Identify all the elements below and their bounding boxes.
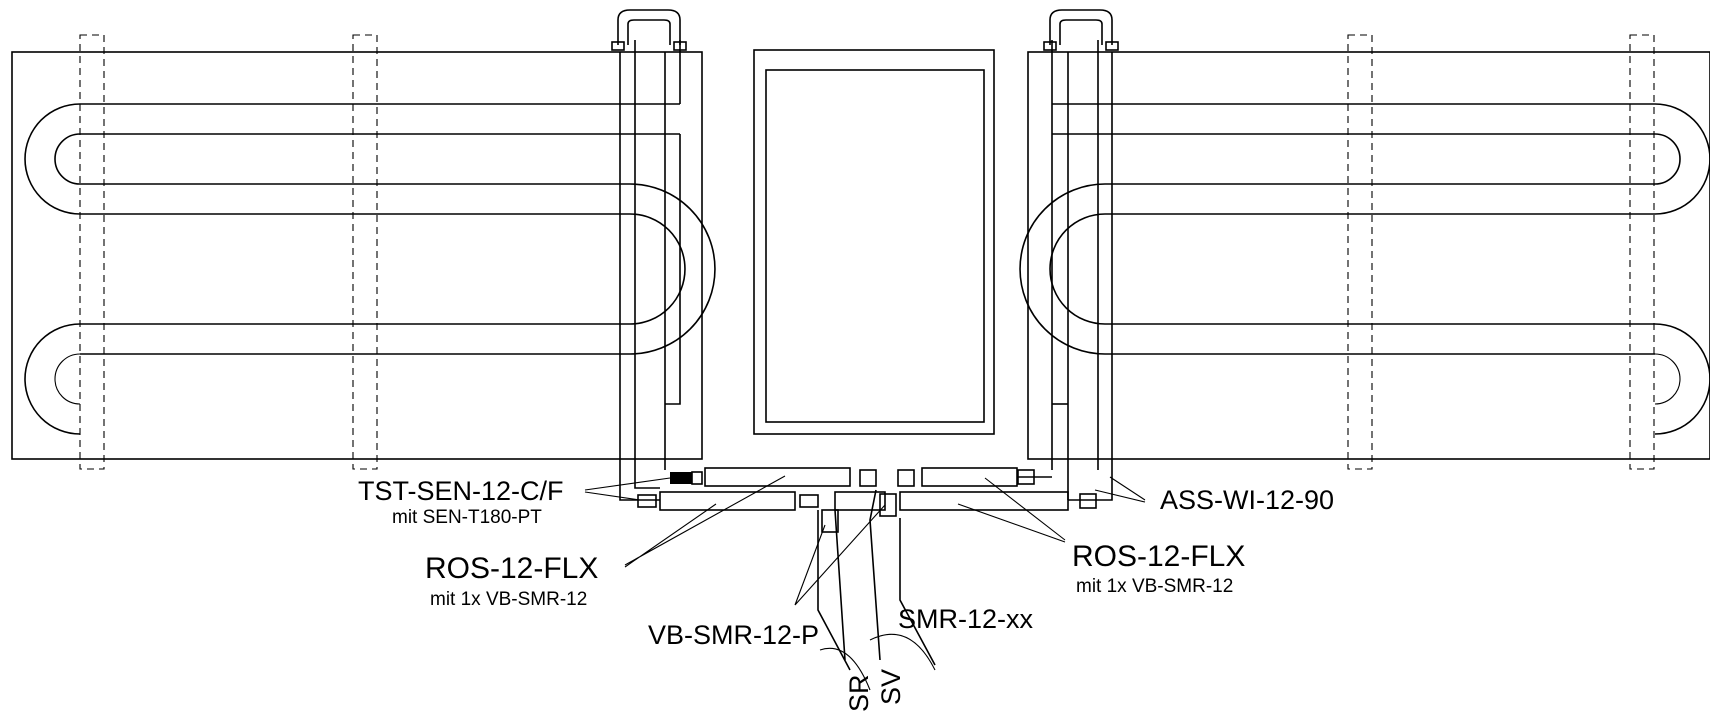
right-pipe-turn: [1654, 353, 1681, 405]
leader-ros-right: [957, 477, 1066, 543]
label-ros-right: ROS-12-FLX: [1072, 540, 1245, 573]
right-riser: [1051, 40, 1113, 470]
left-riser-return: [665, 134, 681, 405]
label-ass-wi: ASS-WI-12-90: [1160, 485, 1334, 515]
coupling-mid-left: [799, 494, 819, 508]
left-riser: [619, 40, 681, 470]
tee-upper-right: [897, 469, 915, 487]
right-rail-1: [1347, 34, 1373, 470]
left-u-bend: [617, 9, 681, 45]
left-fitting-a: [611, 41, 625, 51]
vb-fitting-right: [879, 493, 897, 517]
leader-vb: [794, 504, 886, 606]
left-panel: [11, 9, 716, 470]
right-connector: [1067, 470, 1113, 501]
label-ros-left-sub: mit 1x VB-SMR-12: [430, 589, 587, 610]
label-smr: SMR-12-xx: [898, 604, 1034, 634]
left-pipe-inner: [54, 133, 716, 355]
ros-pipe-upper-right: [921, 467, 1018, 487]
ros-pipe-lower-left: [659, 491, 796, 511]
right-u-bend-inner: [1059, 19, 1103, 45]
tee-upper-left: [859, 469, 877, 487]
right-fitting-a: [1043, 41, 1057, 51]
right-pipe-outer: [1049, 103, 1710, 435]
supply-pipe: [869, 489, 936, 666]
left-rail-1: [79, 34, 105, 470]
right-rail-2: [1629, 34, 1655, 470]
coupling-left: [637, 494, 657, 508]
left-fitting-b: [673, 41, 687, 51]
ros-pipe-lower-right: [899, 491, 1069, 511]
label-sv: SV: [876, 669, 906, 705]
sensor-coupling: [691, 471, 703, 485]
left-u-bend-inner: [627, 19, 671, 45]
ros-pipe-upper-left: [704, 467, 851, 487]
leader-ros-left: [624, 475, 786, 568]
label-sr: SR: [844, 674, 874, 712]
return-pipe: [817, 509, 851, 671]
coupling-upper-right: [1017, 469, 1035, 485]
label-tst-sen: TST-SEN-12-C/F: [358, 476, 564, 506]
right-fitting-b: [1105, 41, 1119, 51]
right-panel: [1019, 9, 1710, 470]
window: [753, 49, 995, 435]
window-frame: [753, 49, 995, 435]
leader-lines: [584, 475, 1146, 606]
right-u-bend: [1049, 9, 1113, 45]
coupling-lower-right: [1079, 493, 1097, 509]
window-pane: [765, 69, 985, 423]
sensor-fitting: [670, 472, 692, 484]
left-pipe-turn: [54, 353, 81, 405]
label-tst-sen-sub: mit SEN-T180-PT: [392, 507, 542, 528]
leader-tst: [584, 477, 671, 501]
vb-fitting-left: [821, 509, 839, 533]
label-ros-left: ROS-12-FLX: [425, 552, 598, 585]
right-panel-outline: [1027, 51, 1710, 460]
left-pipe-outer: [24, 103, 686, 435]
leader-ass: [1094, 476, 1146, 503]
tee-lower: [834, 491, 886, 511]
label-ros-right-sub: mit 1x VB-SMR-12: [1076, 576, 1233, 597]
right-pipe-inner: [1019, 133, 1681, 355]
label-vb-smr-p: VB-SMR-12-P: [648, 620, 819, 650]
distribution-pipes: [619, 467, 1113, 691]
left-connector: [619, 470, 660, 501]
left-panel-outline: [11, 51, 703, 460]
left-rail-2: [352, 34, 378, 470]
cut-lines: [819, 633, 936, 691]
